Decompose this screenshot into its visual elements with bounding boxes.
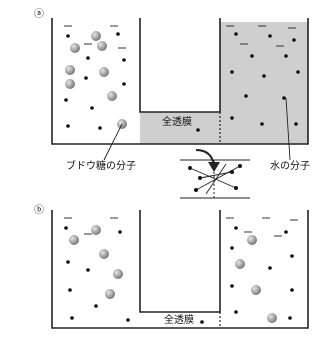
panel-a-bottom-water: [140, 112, 220, 144]
panel-a-membrane-label: 全透膜: [162, 117, 192, 128]
panel-b-water-molecules: [64, 226, 294, 324]
panel-a-right-water: [220, 22, 308, 144]
panel-b-surface-dashes: [64, 217, 298, 237]
panel-b-u-tube: [51, 210, 309, 329]
panel-a-water-molecules: [64, 32, 300, 132]
membrane-inset: [180, 159, 250, 199]
water-leader-line: [285, 97, 291, 161]
panel-a-u-tube: [51, 18, 309, 145]
panel-b-membrane-label: 全透膜: [164, 315, 194, 326]
panel-a: [51, 18, 309, 172]
glucose-molecule-label: ブドウ糖の分子: [66, 161, 136, 172]
panel-b: [51, 210, 309, 329]
panel-a-label: ⓐ: [34, 9, 44, 20]
zoom-arrow-head: [208, 162, 220, 172]
panel-b-glucose-molecules: [69, 225, 277, 323]
panel-a-surface-dashes: [64, 25, 296, 49]
glucose-leader-line: [103, 123, 123, 161]
panel-a-glucose-molecules: [65, 31, 127, 129]
water-molecule-label: 水の分子: [270, 161, 310, 172]
panel-b-label: ⓑ: [34, 205, 44, 216]
